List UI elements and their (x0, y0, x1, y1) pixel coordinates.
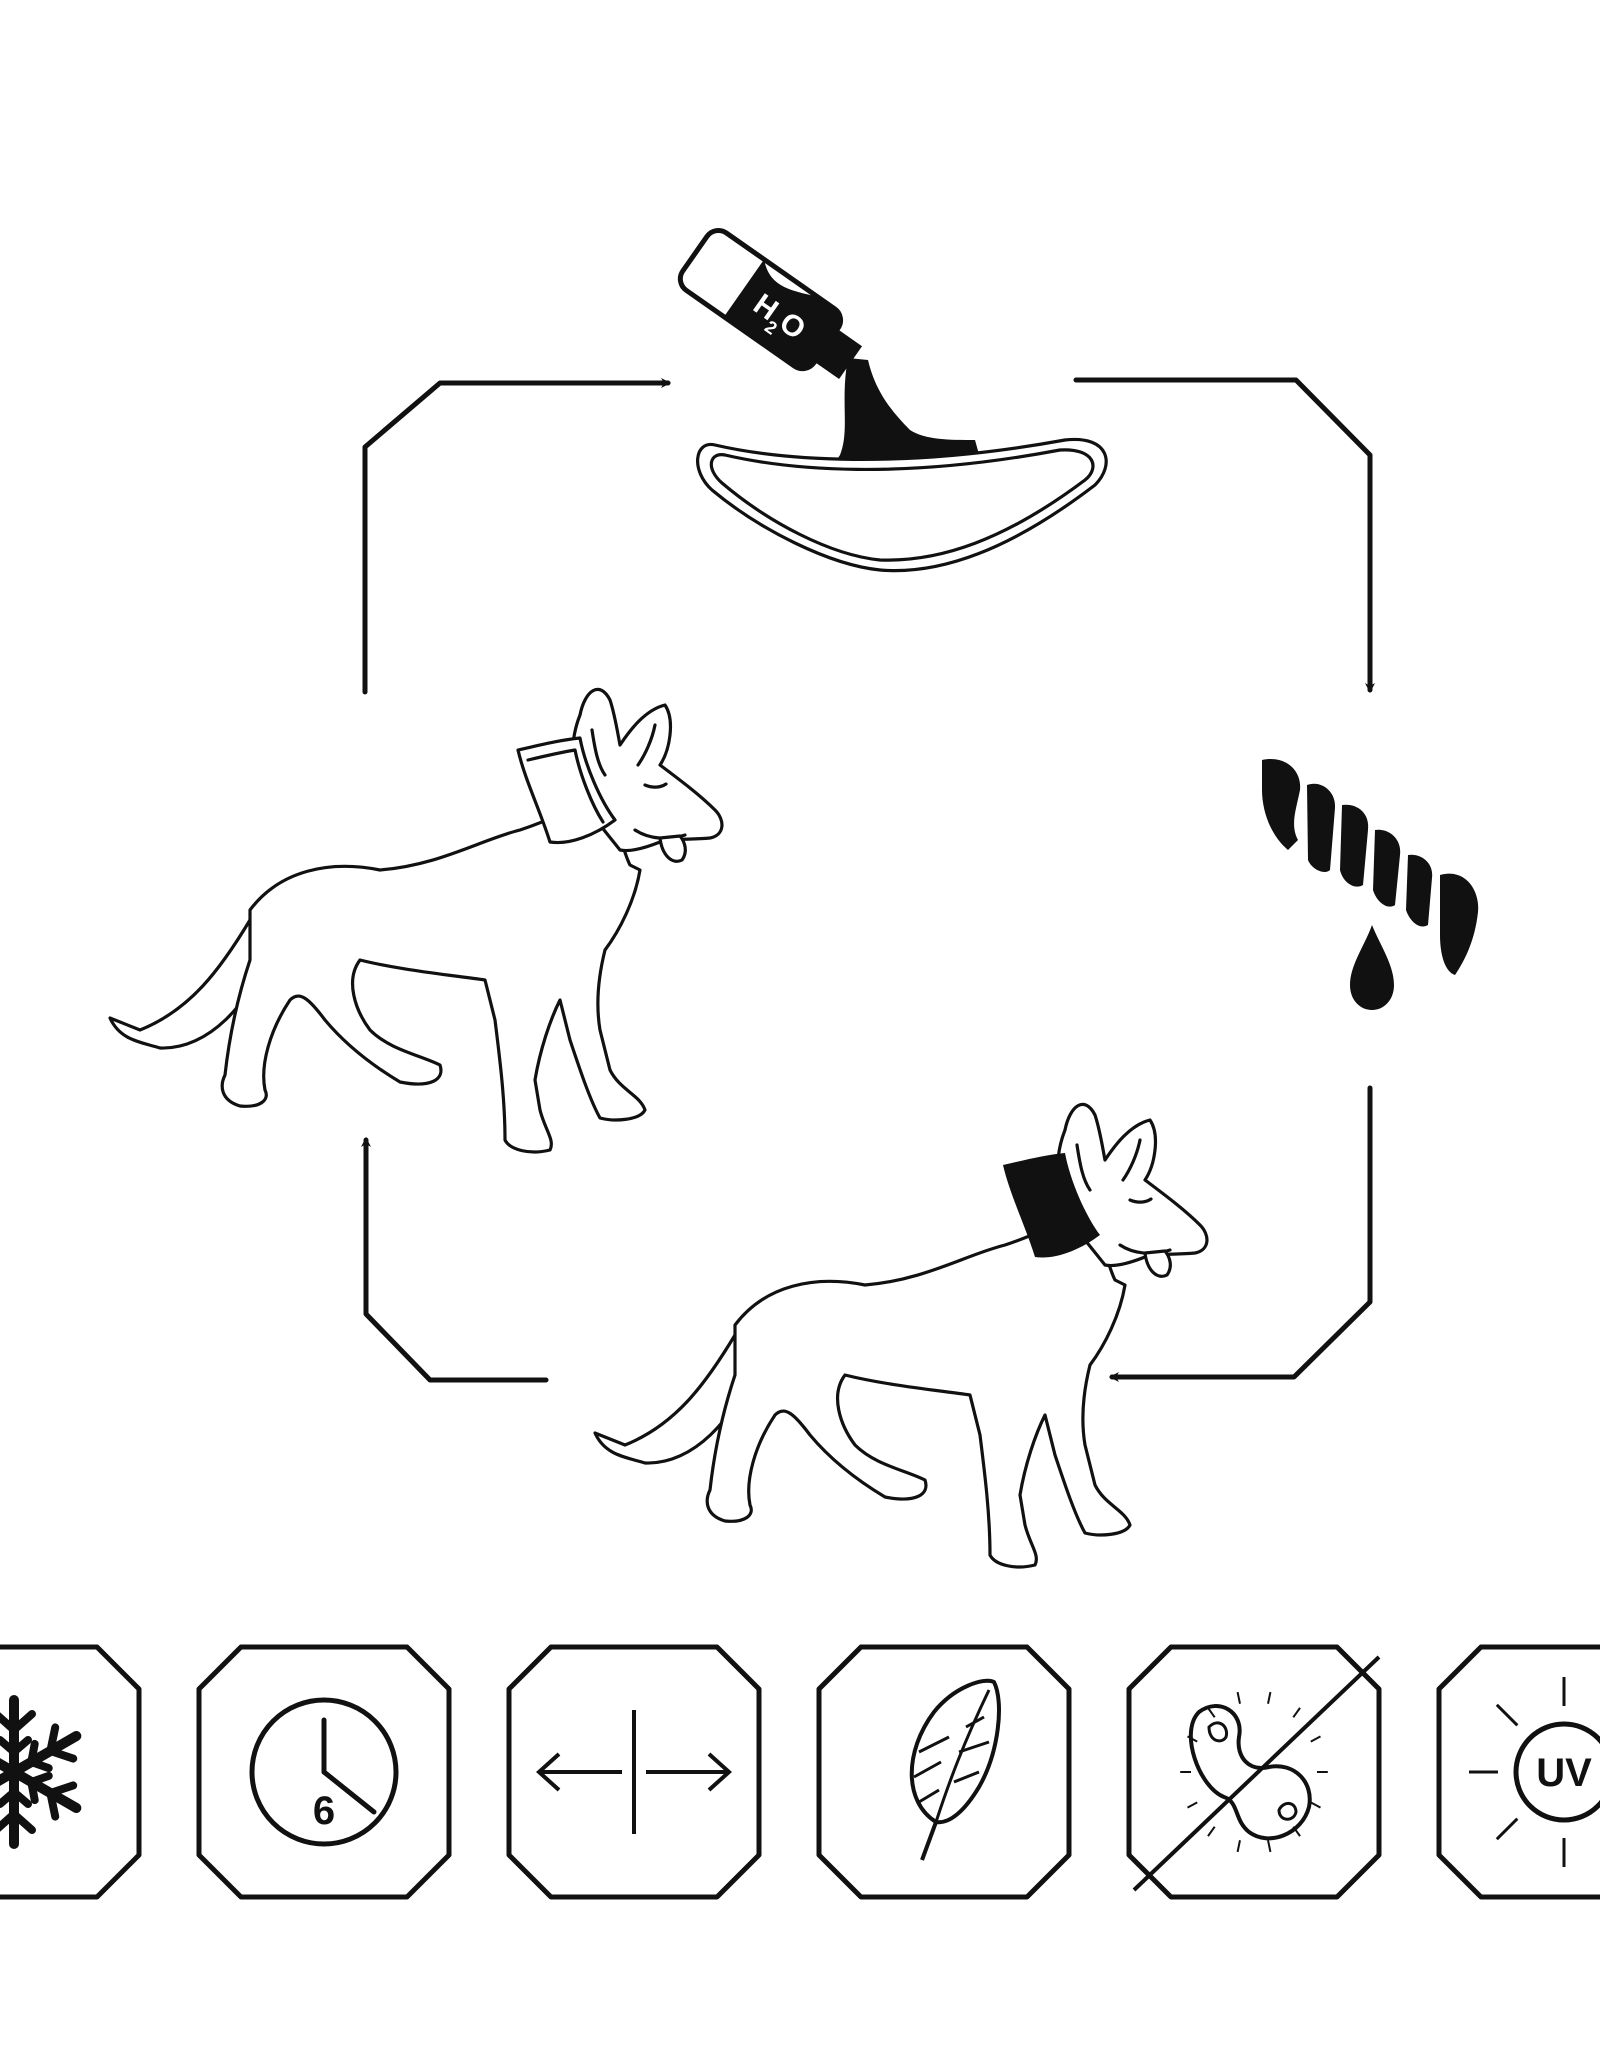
feature-frame (506, 1644, 762, 1900)
feature-frame (1126, 1644, 1382, 1900)
feature-snowflake (0, 1644, 142, 1900)
feature-stretch-arrows (506, 1644, 762, 1900)
soak-step: H2O (677, 227, 1108, 573)
water-bottle-icon: H2O (677, 227, 863, 380)
feature-clock: 6 (196, 1644, 452, 1900)
feature-frame (1436, 1644, 1600, 1900)
arrow-to-wring (1073, 377, 1375, 693)
snowflake-icon (0, 1695, 82, 1849)
features-row: 6 UV (0, 1644, 1600, 1900)
dog-dry-bandana (108, 687, 724, 1154)
clock-hours-label: 6 (313, 1789, 335, 1833)
feature-frame (816, 1644, 1072, 1900)
feature-no-bacteria (1126, 1644, 1382, 1900)
stretch-arrows-icon (536, 1710, 732, 1834)
bandana-inner-line (709, 448, 1095, 562)
arrow-to-dry-dog (361, 1137, 549, 1383)
no-bacteria-icon (1132, 1655, 1381, 1892)
feature-uv-sun: UV (1436, 1644, 1600, 1900)
uv-label: UV (1536, 1751, 1592, 1795)
clock-icon: 6 (249, 1697, 399, 1847)
feature-frame (196, 1644, 452, 1900)
dog-wet-bandana (593, 1102, 1209, 1569)
arrow-to-wear (1109, 1085, 1373, 1382)
water-drop-icon (1350, 925, 1394, 1010)
feature-frame (0, 1644, 142, 1900)
feather-icon (909, 1678, 1001, 1861)
wet-bandana (1003, 1153, 1100, 1258)
bandana-soaked (696, 437, 1108, 573)
arrow-to-soak (362, 378, 671, 695)
dry-bandana (516, 736, 617, 845)
cycle-arrows (361, 377, 1375, 1383)
uv-sun-icon: UV (1469, 1677, 1600, 1867)
twisted-bandana-icon (1262, 759, 1301, 850)
feature-feather (816, 1644, 1072, 1900)
wring-step (1262, 759, 1479, 1010)
